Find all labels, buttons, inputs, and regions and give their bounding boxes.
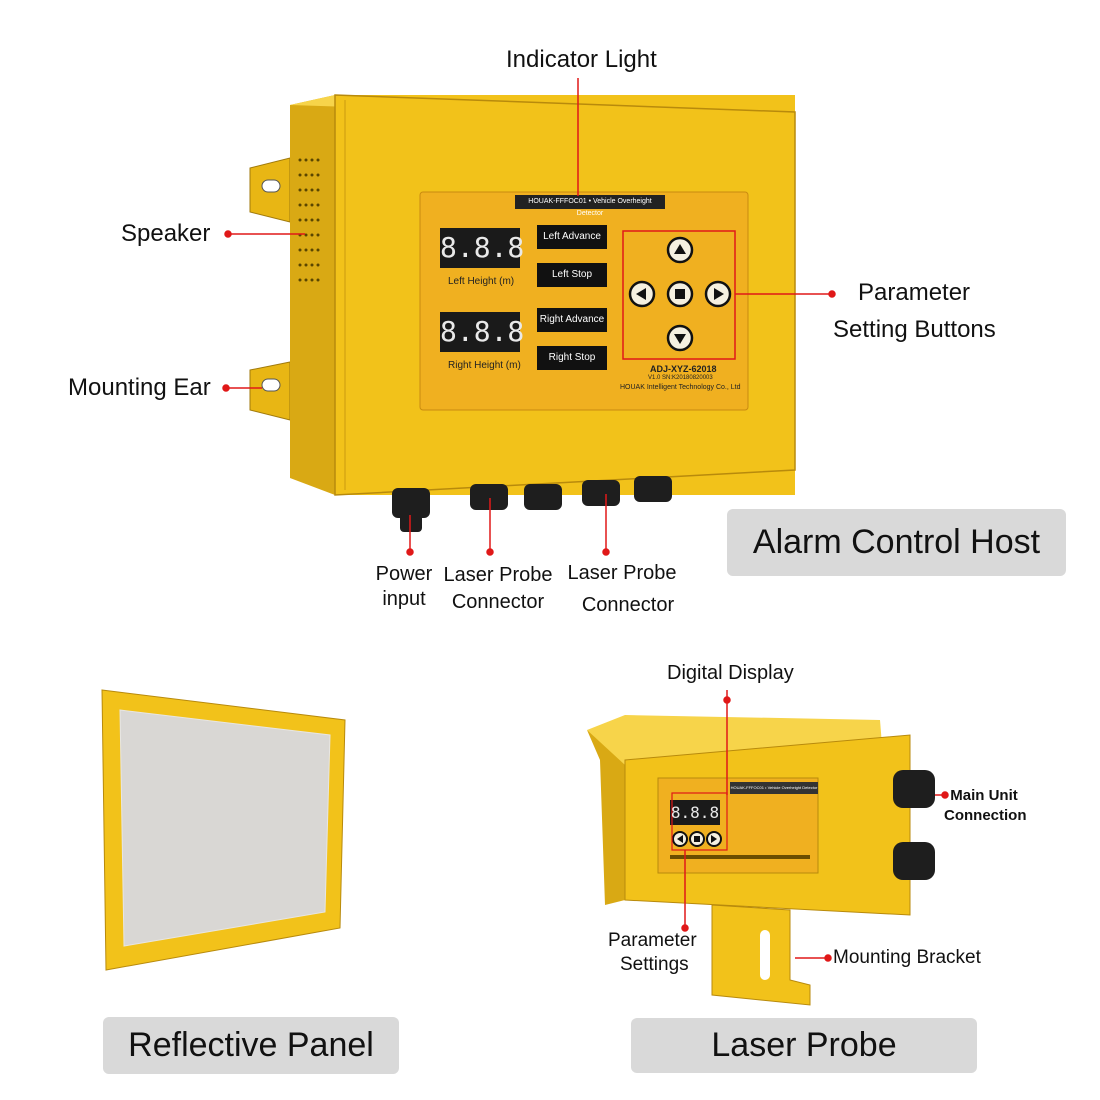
main-unit-label-line2: Connection (944, 807, 1027, 824)
panel-header-text: HOUAK-FFFOC01 • Vehicle Overheight Detec… (528, 198, 652, 217)
arrow-buttons (628, 236, 732, 352)
probe-display-value: 8.8.8 (670, 803, 720, 822)
left-height-display: 8.8.8 (440, 231, 525, 264)
right-advance-button-bg (537, 308, 607, 332)
probe-connector-top (893, 770, 935, 808)
parameter-settings-label-line1: Parameter (608, 930, 697, 951)
speaker-label: Speaker (121, 220, 211, 247)
mounting-ear-top (249, 157, 291, 223)
laser-probe-connector-1-line2: Connector (451, 591, 545, 613)
right-stop-button-bg (537, 346, 607, 370)
probe-header-text: HOUAK-FFFOC01 • Vehicle Overheight Detec… (730, 785, 818, 790)
indicator-light-label: Indicator Light (506, 46, 657, 73)
laser-probe-connector-1-line1: Laser Probe (443, 564, 553, 586)
power-input-label-line2: input (382, 588, 426, 610)
digital-display-label: Digital Display (667, 662, 794, 684)
left-advance-button-bg (537, 225, 607, 249)
company-name: HOUAK Intelligent Technology Co., Ltd (620, 384, 741, 391)
power-input-label-line1: Power (375, 563, 433, 585)
reflective-panel-caption: Reflective Panel (103, 1017, 399, 1074)
probe-connector-bottom (893, 842, 935, 880)
right-height-display: 8.8.8 (440, 315, 525, 348)
parameter-settings-label-line2: Settings (620, 954, 689, 975)
laser-probe-body (587, 715, 935, 1006)
pointer-lines-host (222, 78, 836, 556)
reflective-panel (101, 689, 346, 971)
left-display (440, 228, 520, 268)
mounting-ear-label: Mounting Ear (68, 374, 211, 401)
speaker-grille (298, 158, 320, 282)
right-advance-button[interactable]: Right Advance (539, 314, 605, 325)
pointer-lines-probe (681, 690, 949, 962)
laser-probe-caption: Laser Probe (631, 1018, 977, 1073)
left-stop-button[interactable]: Left Stop (551, 269, 593, 280)
probe-display (670, 800, 720, 825)
alarm-control-host-caption: Alarm Control Host (727, 509, 1066, 576)
left-height-label: Left Height (m) (448, 276, 515, 287)
parameter-label-line2: Setting Buttons (833, 316, 996, 343)
laser-probe-connector-2-line2: Connector (581, 594, 675, 616)
mounting-ear-bottom (249, 361, 291, 421)
version-line: V1.0 SN:K20180820003 (648, 375, 713, 381)
model-number: ADJ-XYZ-62018 (650, 364, 717, 374)
laser-probe-connector-2-line1: Laser Probe (567, 562, 677, 584)
parameter-button-box (622, 230, 736, 360)
left-advance-button[interactable]: Left Advance (543, 231, 601, 242)
cable-glands (392, 476, 672, 532)
panel-header-bar (515, 195, 665, 209)
right-height-label: Right Height (m) (448, 360, 521, 371)
right-display (440, 312, 520, 352)
mounting-bracket-label: Mounting Bracket (833, 947, 981, 968)
right-stop-button[interactable]: Right Stop (548, 352, 596, 363)
left-stop-button-bg (537, 263, 607, 287)
main-unit-label-line1: Main Unit (950, 787, 1018, 804)
parameter-label-line1: Parameter (858, 279, 971, 306)
